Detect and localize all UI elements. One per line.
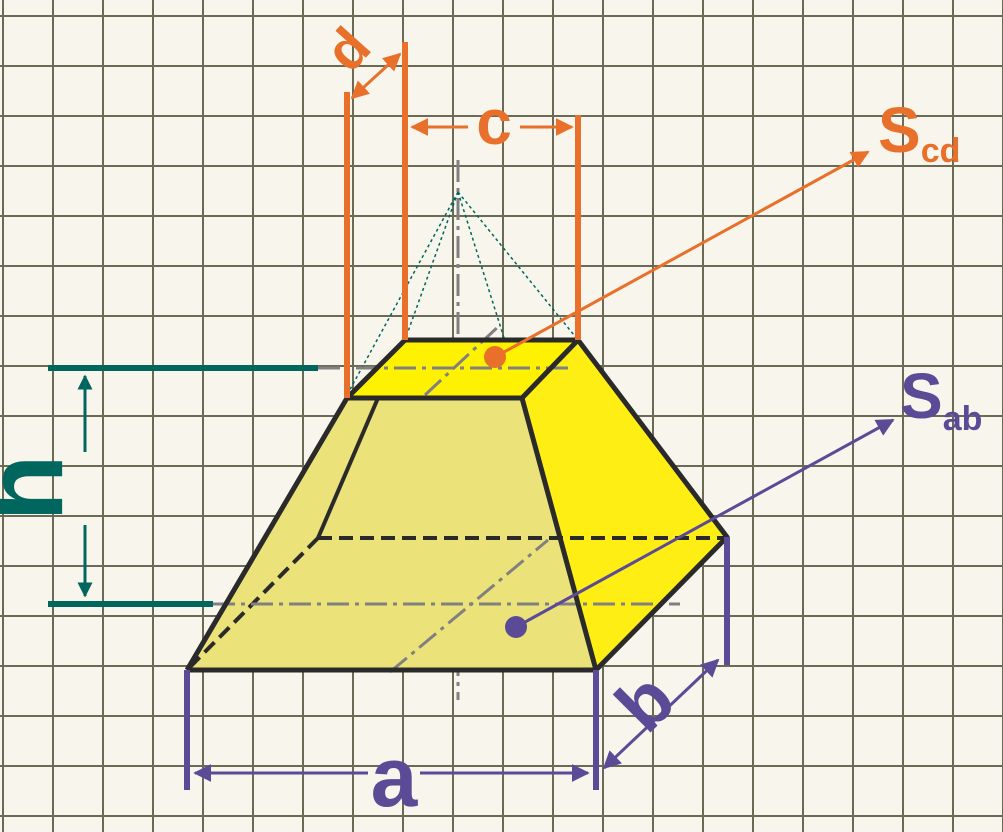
label-h: h	[0, 454, 86, 521]
s-cd-pointer	[484, 150, 870, 368]
label-a: a	[371, 730, 419, 824]
label-s-ab: Sab	[900, 360, 982, 438]
s-ab-pointer	[505, 418, 895, 638]
label-s-ab-main: S	[900, 360, 943, 432]
top-diagonal-line	[423, 323, 502, 397]
front-face	[187, 398, 596, 670]
label-s-ab-sub: ab	[943, 400, 983, 438]
label-s-cd: Scd	[878, 94, 960, 170]
back-left-edge	[316, 397, 380, 539]
top-dimensions	[344, 42, 581, 398]
height-dimension	[48, 365, 318, 607]
bottom-diagonal-line	[389, 538, 549, 674]
label-c: c	[476, 86, 512, 158]
label-s-cd-sub: cd	[921, 132, 961, 170]
label-s-cd-main: S	[878, 94, 921, 166]
bottom-dimensions	[184, 537, 730, 790]
